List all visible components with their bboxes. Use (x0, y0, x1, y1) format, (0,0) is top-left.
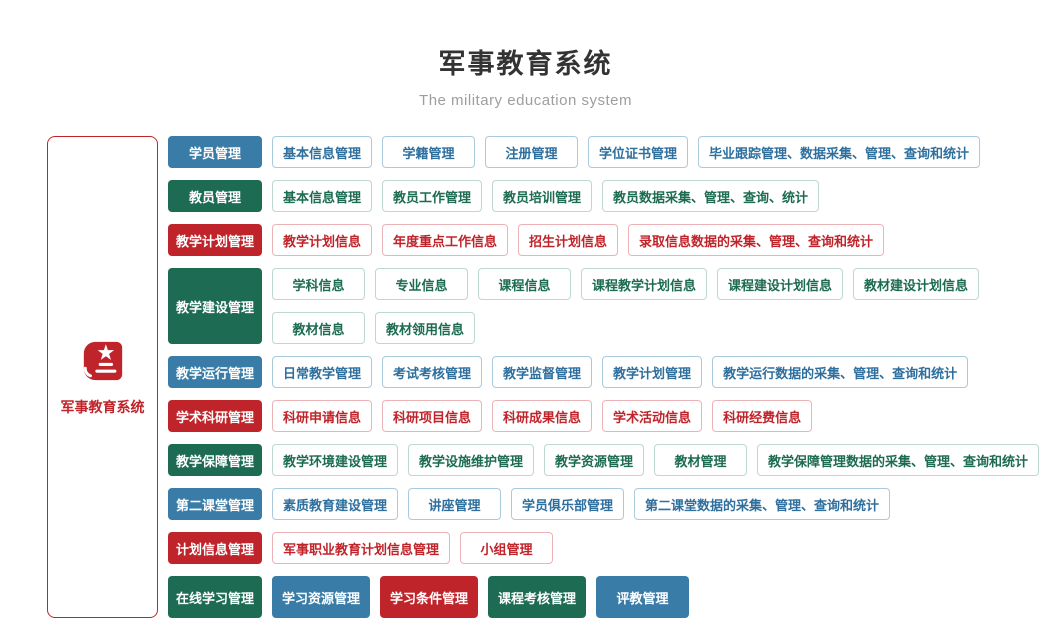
module-item[interactable]: 毕业跟踪管理、数据采集、管理、查询和统计 (698, 136, 981, 168)
module-item[interactable]: 小组管理 (460, 532, 554, 564)
module-row: 学员管理基本信息管理学籍管理注册管理学位证书管理毕业跟踪管理、数据采集、管理、查… (168, 136, 1039, 168)
module-item[interactable]: 学习资源管理 (272, 576, 371, 618)
category-box[interactable]: 学术科研管理 (168, 400, 262, 432)
module-lines: 基本信息管理教员工作管理教员培训管理教员数据采集、管理、查询、统计 (272, 180, 820, 212)
module-line: 教材信息教材领用信息 (272, 312, 979, 344)
module-item[interactable]: 学科信息 (272, 268, 365, 300)
module-lines: 科研申请信息科研项目信息科研成果信息学术活动信息科研经费信息 (272, 400, 813, 432)
module-item[interactable]: 教学监督管理 (492, 356, 593, 388)
module-item[interactable]: 学习条件管理 (380, 576, 479, 618)
module-lines: 学科信息专业信息课程信息课程教学计划信息课程建设计划信息教材建设计划信息教材信息… (272, 268, 980, 344)
module-item[interactable]: 考试考核管理 (382, 356, 483, 388)
module-item[interactable]: 教学计划管理 (602, 356, 703, 388)
module-row: 教学保障管理教学环境建设管理教学设施维护管理教学资源管理教材管理教学保障管理数据… (168, 444, 1040, 476)
module-item[interactable]: 学籍管理 (382, 136, 476, 168)
module-item[interactable]: 学术活动信息 (602, 400, 703, 432)
module-item[interactable]: 日常教学管理 (272, 356, 373, 388)
module-row: 教学计划管理教学计划信息年度重点工作信息招生计划信息录取信息数据的采集、管理、查… (168, 224, 1039, 256)
module-item[interactable]: 基本信息管理 (272, 180, 373, 212)
module-item[interactable]: 教材建设计划信息 (853, 268, 980, 300)
module-lines: 军事职业教育计划信息管理小组管理 (272, 532, 554, 564)
module-line: 基本信息管理教员工作管理教员培训管理教员数据采集、管理、查询、统计 (272, 180, 820, 212)
book-star-icon (83, 341, 122, 380)
module-row: 教学运行管理日常教学管理考试考核管理教学监督管理教学计划管理教学运行数据的采集、… (168, 356, 1039, 388)
rows-container: 学员管理基本信息管理学籍管理注册管理学位证书管理毕业跟踪管理、数据采集、管理、查… (168, 136, 1040, 618)
category-box[interactable]: 教学计划管理 (168, 224, 262, 256)
module-line: 素质教育建设管理讲座管理学员俱乐部管理第二课堂数据的采集、管理、查询和统计 (272, 488, 891, 520)
module-item[interactable]: 教学保障管理数据的采集、管理、查询和统计 (757, 444, 1040, 476)
module-item[interactable]: 教员工作管理 (382, 180, 483, 212)
module-item[interactable]: 教学运行数据的采集、管理、查询和统计 (712, 356, 969, 388)
module-item[interactable]: 讲座管理 (408, 488, 502, 520)
module-item[interactable]: 教学资源管理 (544, 444, 645, 476)
module-item[interactable]: 教材领用信息 (375, 312, 476, 344)
module-item[interactable]: 教材信息 (272, 312, 365, 344)
module-item[interactable]: 招生计划信息 (518, 224, 619, 256)
module-lines: 学习资源管理学习条件管理课程考核管理评教管理 (272, 576, 690, 618)
module-item[interactable]: 科研申请信息 (272, 400, 373, 432)
category-box[interactable]: 教学保障管理 (168, 444, 262, 476)
module-line: 学科信息专业信息课程信息课程教学计划信息课程建设计划信息教材建设计划信息 (272, 268, 980, 300)
module-item[interactable]: 注册管理 (485, 136, 579, 168)
page-title: 军事教育系统 (438, 49, 613, 79)
module-line: 军事职业教育计划信息管理小组管理 (272, 532, 554, 564)
category-box[interactable]: 计划信息管理 (168, 532, 262, 564)
page-header: 军事教育系统 The military education system (0, 0, 1051, 109)
module-item[interactable]: 教学计划信息 (272, 224, 373, 256)
module-item[interactable]: 科研项目信息 (382, 400, 483, 432)
category-box[interactable]: 第二课堂管理 (168, 488, 262, 520)
category-box[interactable]: 在线学习管理 (168, 576, 262, 618)
module-line: 科研申请信息科研项目信息科研成果信息学术活动信息科研经费信息 (272, 400, 813, 432)
module-lines: 教学计划信息年度重点工作信息招生计划信息录取信息数据的采集、管理、查询和统计 (272, 224, 885, 256)
module-item[interactable]: 素质教育建设管理 (272, 488, 399, 520)
module-item[interactable]: 学员俱乐部管理 (511, 488, 625, 520)
module-item[interactable]: 科研成果信息 (492, 400, 593, 432)
module-row: 在线学习管理学习资源管理学习条件管理课程考核管理评教管理 (168, 576, 1039, 618)
category-box[interactable]: 学员管理 (168, 136, 262, 168)
module-item[interactable]: 第二课堂数据的采集、管理、查询和统计 (634, 488, 891, 520)
category-box[interactable]: 教员管理 (168, 180, 262, 212)
module-lines: 基本信息管理学籍管理注册管理学位证书管理毕业跟踪管理、数据采集、管理、查询和统计 (272, 136, 981, 168)
module-item[interactable]: 基本信息管理 (272, 136, 373, 168)
module-item[interactable]: 专业信息 (375, 268, 468, 300)
module-item[interactable]: 教学环境建设管理 (272, 444, 399, 476)
module-item[interactable]: 教材管理 (654, 444, 748, 476)
page-subtitle: The military education system (419, 92, 632, 109)
system-panel: 军事教育系统 (47, 136, 158, 618)
module-item[interactable]: 课程建设计划信息 (717, 268, 844, 300)
module-lines: 素质教育建设管理讲座管理学员俱乐部管理第二课堂数据的采集、管理、查询和统计 (272, 488, 891, 520)
module-line: 教学环境建设管理教学设施维护管理教学资源管理教材管理教学保障管理数据的采集、管理… (272, 444, 1040, 476)
module-item[interactable]: 课程信息 (478, 268, 571, 300)
module-line: 学习资源管理学习条件管理课程考核管理评教管理 (272, 576, 690, 618)
module-item[interactable]: 课程考核管理 (488, 576, 587, 618)
module-item[interactable]: 教员培训管理 (492, 180, 593, 212)
module-item[interactable]: 学位证书管理 (588, 136, 689, 168)
diagram-root: 军事教育系统 学员管理基本信息管理学籍管理注册管理学位证书管理毕业跟踪管理、数据… (47, 136, 1040, 618)
module-item[interactable]: 课程教学计划信息 (581, 268, 708, 300)
module-row: 教学建设管理学科信息专业信息课程信息课程教学计划信息课程建设计划信息教材建设计划… (168, 268, 1039, 344)
module-line: 日常教学管理考试考核管理教学监督管理教学计划管理教学运行数据的采集、管理、查询和… (272, 356, 969, 388)
module-item[interactable]: 军事职业教育计划信息管理 (272, 532, 451, 564)
category-box[interactable]: 教学建设管理 (168, 268, 262, 344)
module-row: 学术科研管理科研申请信息科研项目信息科研成果信息学术活动信息科研经费信息 (168, 400, 1039, 432)
module-row: 教员管理基本信息管理教员工作管理教员培训管理教员数据采集、管理、查询、统计 (168, 180, 1039, 212)
module-line: 基本信息管理学籍管理注册管理学位证书管理毕业跟踪管理、数据采集、管理、查询和统计 (272, 136, 981, 168)
module-row: 计划信息管理军事职业教育计划信息管理小组管理 (168, 532, 1039, 564)
module-line: 教学计划信息年度重点工作信息招生计划信息录取信息数据的采集、管理、查询和统计 (272, 224, 885, 256)
module-item[interactable]: 录取信息数据的采集、管理、查询和统计 (628, 224, 885, 256)
module-item[interactable]: 教员数据采集、管理、查询、统计 (602, 180, 820, 212)
module-item[interactable]: 评教管理 (596, 576, 690, 618)
system-panel-label: 军事教育系统 (60, 398, 145, 415)
module-item[interactable]: 年度重点工作信息 (382, 224, 509, 256)
module-lines: 日常教学管理考试考核管理教学监督管理教学计划管理教学运行数据的采集、管理、查询和… (272, 356, 969, 388)
module-item[interactable]: 科研经费信息 (712, 400, 813, 432)
module-row: 第二课堂管理素质教育建设管理讲座管理学员俱乐部管理第二课堂数据的采集、管理、查询… (168, 488, 1039, 520)
module-lines: 教学环境建设管理教学设施维护管理教学资源管理教材管理教学保障管理数据的采集、管理… (272, 444, 1040, 476)
category-box[interactable]: 教学运行管理 (168, 356, 262, 388)
module-item[interactable]: 教学设施维护管理 (408, 444, 535, 476)
